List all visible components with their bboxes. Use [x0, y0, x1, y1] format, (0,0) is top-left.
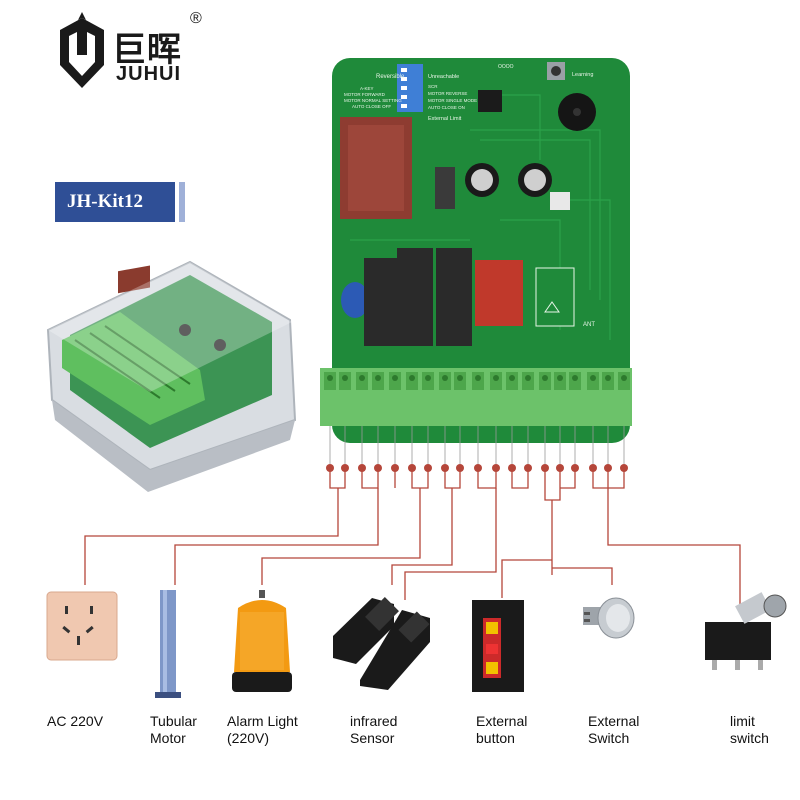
label-alarm: Alarm Light (220V)	[227, 713, 298, 746]
external-switch-icon	[583, 597, 635, 639]
svg-text:Learning: Learning	[572, 72, 593, 78]
svg-text:ANT: ANT	[583, 322, 595, 328]
terminal-dot	[556, 464, 564, 472]
terminal-screw-head	[590, 375, 596, 381]
wiring-lines	[84, 468, 741, 610]
terminal-dot	[524, 464, 532, 472]
terminal-screw-head	[375, 375, 381, 381]
label-infrared: infrared Sensor	[350, 713, 398, 746]
relay	[436, 248, 472, 346]
registered-mark: ®	[190, 10, 202, 27]
terminal-dot	[408, 464, 416, 472]
label-button: External button	[476, 713, 528, 746]
svg-text:MOTOR FORWARD: MOTOR FORWARD	[344, 92, 386, 97]
svg-text:Unreachable: Unreachable	[428, 74, 459, 80]
external-button-icon	[472, 600, 524, 692]
infrared-sensor-icon	[333, 597, 430, 690]
svg-text:A-KEY: A-KEY	[360, 86, 374, 91]
svg-text:OOOO: OOOO	[498, 64, 514, 70]
terminal-screw-head	[525, 375, 531, 381]
terminal-screw-head	[392, 375, 398, 381]
terminal-screw-head	[457, 375, 463, 381]
terminal-dots	[326, 426, 628, 472]
svg-text:MOTOR SINGLE MODE: MOTOR SINGLE MODE	[428, 98, 477, 103]
terminal-dot	[391, 464, 399, 472]
svg-text:SCR: SCR	[428, 84, 438, 89]
terminal-screw-head	[621, 375, 627, 381]
terminal-screw-head	[557, 375, 563, 381]
svg-text:AUTO CLOSE ON: AUTO CLOSE ON	[428, 105, 465, 110]
terminal-dot	[424, 464, 432, 472]
terminal-screw-head	[605, 375, 611, 381]
terminal-screw-head	[409, 375, 415, 381]
terminal-screw-head	[572, 375, 578, 381]
pcb-board: Reversible A-KEY MOTOR FORWARD MOTOR NOR…	[320, 58, 632, 443]
svg-text:External Limit: External Limit	[428, 116, 462, 122]
terminal-dot	[620, 464, 628, 472]
label-switch: External Switch	[588, 713, 640, 746]
switch-title-text: Reversible	[376, 74, 405, 80]
terminal-dot	[604, 464, 612, 472]
terminal-dot	[474, 464, 482, 472]
limit-switch-icon	[705, 592, 787, 670]
terminal-dot	[541, 464, 549, 472]
relay	[397, 248, 433, 346]
relay	[364, 258, 398, 346]
terminal-dot	[456, 464, 464, 472]
terminal-dot	[508, 464, 516, 472]
terminal-screw-head	[327, 375, 333, 381]
terminal-screw-head	[342, 375, 348, 381]
svg-text:AUTO CLOSE OFF: AUTO CLOSE OFF	[352, 104, 391, 109]
chip	[478, 90, 502, 112]
model-badge: JH-Kit12	[55, 182, 185, 222]
terminal-screw-head	[425, 375, 431, 381]
terminal-block	[320, 368, 632, 426]
terminal-screw-head	[475, 375, 481, 381]
brand-name-cn: 巨晖	[112, 30, 182, 70]
terminal-dot	[441, 464, 449, 472]
svg-text:MOTOR REVERSE: MOTOR REVERSE	[428, 91, 467, 96]
svg-text:MOTOR NORMAL SETTING: MOTOR NORMAL SETTING	[344, 98, 402, 103]
controller-box-image	[46, 260, 297, 492]
label-limit: limit switch	[730, 713, 769, 746]
terminal-screw-head	[493, 375, 499, 381]
terminal-dot	[326, 464, 334, 472]
terminal-dot	[589, 464, 597, 472]
terminal-dot	[571, 464, 579, 472]
terminal-screw-head	[359, 375, 365, 381]
terminal-dot	[374, 464, 382, 472]
brand-logo-icon	[60, 12, 104, 88]
terminal-dot	[492, 464, 500, 472]
label-motor: Tubular Motor	[150, 713, 197, 746]
terminal-screw-head	[542, 375, 548, 381]
terminal-dot	[341, 464, 349, 472]
label-ac: AC 220V	[47, 713, 104, 729]
alarm-light-icon	[232, 590, 292, 692]
ac-socket-icon	[46, 591, 118, 661]
terminal-dot	[358, 464, 366, 472]
dip-switch	[397, 64, 423, 112]
relay-red	[475, 260, 523, 326]
tubular-motor-icon	[155, 590, 181, 698]
terminal-screw-head	[442, 375, 448, 381]
terminal-screw-head	[509, 375, 515, 381]
brand-name-en: JUHUI	[116, 63, 182, 85]
